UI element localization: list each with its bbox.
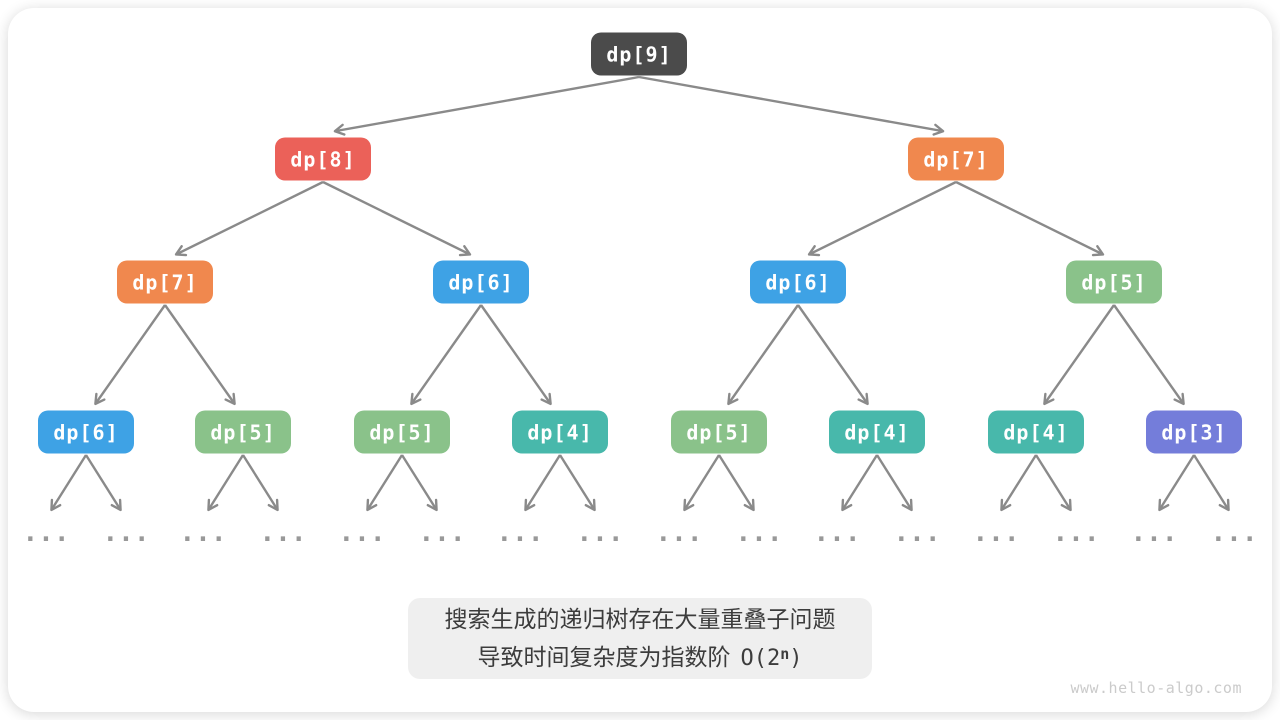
ellipsis: ... xyxy=(972,518,1020,548)
node-value: 6 xyxy=(804,270,818,294)
node-label: ] xyxy=(896,420,910,444)
node-label: dp[ xyxy=(765,270,805,294)
ellipsis: ... xyxy=(22,518,70,548)
node-label: dp[ xyxy=(606,42,646,66)
tree-node: dp[4] xyxy=(512,410,608,454)
node-value: 7 xyxy=(962,147,976,171)
tree-node: dp[6] xyxy=(750,260,846,304)
caption-line-1: 搜索生成的递归树存在大量重叠子问题 xyxy=(444,605,836,632)
arrow-lines xyxy=(50,75,1230,512)
node-label: dp[ xyxy=(290,147,330,171)
watermark: www.hello-algo.com xyxy=(1070,679,1242,697)
caption-line-2: 导致时间复杂度为指数阶 O(2n) xyxy=(477,638,802,675)
node-value: 5 xyxy=(249,420,263,444)
node-label: dp[ xyxy=(527,420,567,444)
node-label: dp[ xyxy=(686,420,726,444)
node-value: 6 xyxy=(487,270,501,294)
node-label: ] xyxy=(738,420,752,444)
node-label: ] xyxy=(817,270,831,294)
ellipsis: ... xyxy=(813,518,861,548)
ellipsis: ... xyxy=(418,518,466,548)
node-value: 4 xyxy=(883,420,897,444)
node-label: ] xyxy=(421,420,435,444)
node-label: ] xyxy=(1213,420,1227,444)
node-label: dp[ xyxy=(132,270,172,294)
node-label: ] xyxy=(262,420,276,444)
ellipsis: ... xyxy=(102,518,150,548)
ellipsis: ... xyxy=(496,518,544,548)
node-value: 6 xyxy=(92,420,106,444)
tree-node: dp[8] xyxy=(275,137,371,181)
node-label: ] xyxy=(342,147,356,171)
node-label: dp[ xyxy=(923,147,963,171)
node-label: dp[ xyxy=(844,420,884,444)
node-value: 9 xyxy=(645,42,659,66)
node-label: ] xyxy=(1133,270,1147,294)
ellipsis: ... xyxy=(259,518,307,548)
ellipsis: ... xyxy=(893,518,941,548)
node-label: ] xyxy=(184,270,198,294)
node-value: 5 xyxy=(725,420,739,444)
node-label: dp[ xyxy=(210,420,250,444)
node-label: ] xyxy=(975,147,989,171)
tree-node: dp[6] xyxy=(38,410,134,454)
ellipsis: ... xyxy=(1210,518,1258,548)
ellipsis: ... xyxy=(1130,518,1178,548)
node-value: 7 xyxy=(171,270,185,294)
node-label: ] xyxy=(500,270,514,294)
node-label: dp[ xyxy=(369,420,409,444)
tree-node: dp[5] xyxy=(1066,260,1162,304)
ellipsis: ... xyxy=(735,518,783,548)
node-label: ] xyxy=(1055,420,1069,444)
tree-node: dp[3] xyxy=(1146,410,1242,454)
node-value: 4 xyxy=(566,420,580,444)
node-value: 8 xyxy=(329,147,343,171)
ellipsis: ... xyxy=(1052,518,1100,548)
node-label: dp[ xyxy=(1003,420,1043,444)
tree-node: dp[5] xyxy=(354,410,450,454)
node-label: dp[ xyxy=(1081,270,1121,294)
tree-node: dp[7] xyxy=(117,260,213,304)
node-label: ] xyxy=(105,420,119,444)
tree-node: dp[6] xyxy=(433,260,529,304)
complexity-formula-close: ) xyxy=(789,645,803,671)
figure-card xyxy=(8,8,1272,712)
tree-node: dp[4] xyxy=(829,410,925,454)
node-label: dp[ xyxy=(53,420,93,444)
caption-text: 导致时间复杂度为指数阶 xyxy=(477,643,731,670)
node-value: 5 xyxy=(1120,270,1134,294)
complexity-formula: O(2 xyxy=(740,645,781,671)
node-value: 3 xyxy=(1200,420,1214,444)
tree-node: dp[7] xyxy=(908,137,1004,181)
tree-node: dp[5] xyxy=(671,410,767,454)
ellipsis: ... xyxy=(179,518,227,548)
node-label: ] xyxy=(658,42,672,66)
ellipsis: ... xyxy=(338,518,386,548)
node-value: 5 xyxy=(408,420,422,444)
tree-node: dp[5] xyxy=(195,410,291,454)
complexity-exponent: n xyxy=(780,644,790,663)
node-label: dp[ xyxy=(448,270,488,294)
tree-node: dp[9] xyxy=(591,32,687,76)
node-value: 4 xyxy=(1042,420,1056,444)
node-label: ] xyxy=(579,420,593,444)
ellipsis: ... xyxy=(655,518,703,548)
tree-node: dp[4] xyxy=(988,410,1084,454)
node-label: dp[ xyxy=(1161,420,1201,444)
ellipsis: ... xyxy=(576,518,624,548)
caption-box: 搜索生成的递归树存在大量重叠子问题 导致时间复杂度为指数阶 O(2n) xyxy=(408,598,872,679)
